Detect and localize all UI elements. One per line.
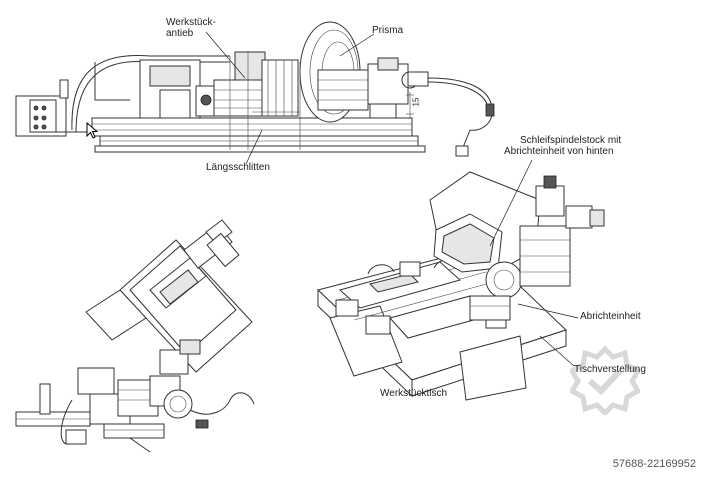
table-rails [335,259,507,339]
grinding-wheel-disc [299,21,369,123]
gear-check-watermark-icon [570,345,640,415]
label-prisma: Prisma [372,25,404,36]
label-werkstueckantrieb-1: Werkstück- [166,17,216,28]
label-tischverstellung: Tischverstellung [574,364,646,375]
label-werkstuecktisch: Werkstücktisch [380,388,448,399]
tilted-column [85,219,253,373]
workpiece-drive [139,51,299,119]
spindle-assembly-lower [77,339,255,439]
base-plate-left [15,383,151,453]
grinding-spindle-head [429,171,605,321]
machine-bed [91,117,426,153]
dimension-mark: 15 [411,97,421,107]
mouse-pointer-icon [86,122,99,139]
right-motor [367,57,495,157]
label-werkstueckantrieb-2: antieb [166,28,194,39]
label-abrichteinheit: Abrichteinheit [580,311,641,322]
left-control-box [15,79,90,137]
label-schleifspindelstock-1: Schleifspindelstock mit [520,135,622,146]
reference-number: 57688-22169952 [612,458,696,470]
label-laengsschlitten: Längsschlitten [206,162,270,173]
label-schleifspindelstock-2: Abrichteinheit von hinten [504,146,614,157]
